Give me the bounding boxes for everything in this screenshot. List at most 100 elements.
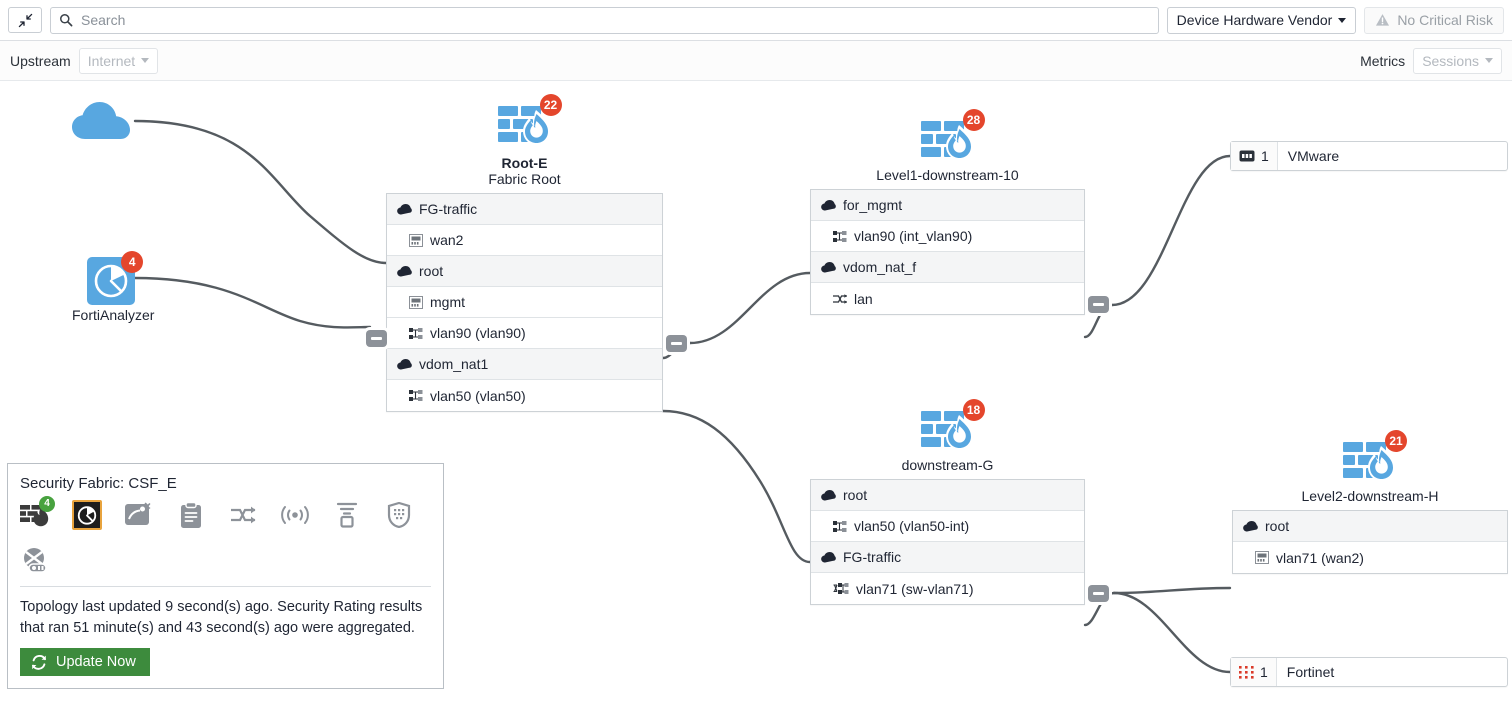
collapse-arrows-glyph — [18, 13, 32, 27]
cloud-icon — [821, 551, 836, 563]
metrics-select[interactable]: Sessions — [1413, 47, 1502, 74]
search-icon — [60, 14, 73, 27]
interface-row-vdom[interactable]: FG-traffic — [811, 542, 1084, 573]
node-name: Level2-downstream-H — [1301, 488, 1439, 504]
fortisandbox-icon[interactable] — [332, 500, 362, 530]
update-now-button[interactable]: Update Now — [20, 648, 150, 677]
clipboard-glyph — [181, 501, 201, 528]
status-badge: 18 — [962, 399, 985, 421]
internet-cloud-icon — [72, 102, 130, 139]
fortianalyzer-icon[interactable] — [72, 500, 102, 530]
interface-table: for_mgmt vlan90 (int_vlan90) vdom_nat_f … — [810, 189, 1085, 315]
switch-glyph — [231, 506, 256, 524]
fortiswitch-icon[interactable] — [228, 500, 258, 530]
endpoint-count: 1 — [1261, 148, 1269, 164]
endpoint-fortinet[interactable]: 1 Fortinet — [1230, 657, 1508, 687]
fortigate-icon[interactable]: 4 — [20, 496, 55, 530]
shield-glyph — [387, 502, 411, 528]
interface-label: vlan71 (wan2) — [1276, 549, 1364, 566]
interface-label: wan2 — [430, 232, 464, 248]
node-level2-downstream-h[interactable]: 21 Level2-downstream-H root vlan71 (wan2… — [1232, 430, 1508, 574]
search-input[interactable] — [79, 11, 1150, 29]
node-fortianalyzer[interactable]: 4 FortiAnalyzer — [72, 251, 155, 323]
endpoint-label: VMware — [1287, 148, 1340, 164]
link-root-to-downstreamg — [661, 409, 812, 564]
link-root-to-level1 — [688, 271, 812, 345]
interface-row-vdom[interactable]: root — [387, 256, 662, 287]
ethernet-port-icon — [1255, 551, 1269, 564]
cloud-icon — [821, 489, 836, 501]
ethernet-port-icon — [409, 233, 423, 247]
interface-row-vdom[interactable]: vdom_nat1 — [387, 349, 662, 380]
interface-row-swvlan[interactable]: vlan71 (sw-vlan71) — [811, 573, 1084, 604]
interface-row-port[interactable]: vlan71 (wan2) — [1233, 542, 1507, 573]
node-name: Level1-downstream-10 — [876, 167, 1019, 183]
vendor-filter-dropdown[interactable]: Device Hardware Vendor — [1166, 6, 1357, 34]
cloud-icon — [1243, 520, 1258, 532]
cloud-icon — [821, 199, 836, 211]
node-internet[interactable] — [68, 99, 136, 144]
interface-row-vlan[interactable]: vlan90 (int_vlan90) — [811, 221, 1084, 252]
chevron-down-icon — [1485, 58, 1493, 63]
fabric-icon-badge: 4 — [39, 496, 55, 512]
vendor-filter-label: Device Hardware Vendor — [1176, 12, 1333, 28]
upstream-label: Upstream — [10, 52, 71, 69]
interface-row-vdom[interactable]: FG-traffic — [387, 194, 662, 225]
interface-row-port[interactable]: wan2 — [387, 225, 662, 256]
status-badge: 4 — [121, 251, 144, 273]
interface-row-switch[interactable]: lan — [811, 283, 1084, 314]
collapse-toggle-level1-link[interactable] — [1088, 296, 1109, 313]
refresh-icon — [32, 654, 46, 670]
link-downstreamg-to-level2 — [1112, 586, 1232, 595]
node-label: FortiAnalyzer — [72, 307, 155, 323]
status-badge: 21 — [1385, 430, 1407, 452]
fortiweb-icon[interactable] — [20, 546, 50, 576]
firewall-flame-icon — [1343, 442, 1395, 481]
forticlient-ems-icon[interactable] — [176, 500, 206, 530]
interface-row-vdom[interactable]: root — [1233, 511, 1507, 542]
node-downstream-g[interactable]: 18 downstream-G root vlan50 (vlan50-int)… — [810, 399, 1085, 605]
interface-label: root — [419, 263, 444, 279]
node-root-e[interactable]: 22 Root-E Fabric Root FG-traffic wan2 — [386, 94, 663, 412]
interface-row-vlan[interactable]: vlan50 (vlan50) — [387, 380, 662, 411]
vlan-icon — [833, 520, 847, 532]
fortinet-dots-icon — [1239, 665, 1254, 679]
divider — [20, 586, 431, 587]
endpoint-count-group: 1 — [1231, 142, 1278, 170]
interface-label: for_mgmt — [843, 197, 903, 213]
filter-bar: Upstream Internet Metrics Sessions — [0, 41, 1512, 81]
node-level1-downstream-10[interactable]: 28 Level1-downstream-10 for_mgmt vlan90 … — [810, 109, 1085, 315]
interface-table: root vlan50 (vlan50-int) FG-traffic — [810, 479, 1085, 605]
interface-table: FG-traffic wan2 root mgmt vlan90 (vlan90… — [386, 193, 663, 412]
link-internet-to-root — [133, 119, 388, 265]
interface-label: root — [843, 487, 868, 503]
fortiap-icon[interactable] — [280, 500, 310, 530]
upstream-value: Internet — [87, 52, 136, 69]
interface-row-vlan[interactable]: vlan50 (vlan50-int) — [811, 511, 1084, 542]
collapse-toggle-root-e-link[interactable] — [666, 335, 687, 352]
upstream-select[interactable]: Internet — [78, 47, 159, 74]
interface-label: vlan90 (vlan90) — [430, 325, 526, 341]
collapse-toggle-downstream-g-link[interactable] — [1088, 585, 1109, 602]
interface-label: mgmt — [430, 294, 465, 310]
fortigate-device-icon: 18 — [919, 399, 985, 457]
interface-label: vdom_nat1 — [419, 356, 489, 372]
collapse-arrows-icon[interactable] — [8, 7, 42, 33]
risk-status-badge[interactable]: No Critical Risk — [1364, 6, 1504, 34]
search-field[interactable] — [50, 6, 1159, 34]
interface-row-vdom[interactable]: for_mgmt — [811, 190, 1084, 221]
risk-status-label: No Critical Risk — [1397, 12, 1493, 28]
interface-row-port[interactable]: mgmt — [387, 287, 662, 318]
collapse-toggle-fortianalyzer-link[interactable] — [366, 330, 387, 347]
endpoint-vmware[interactable]: 1 VMware — [1230, 141, 1508, 171]
interface-table: root vlan71 (wan2) — [1232, 510, 1508, 574]
topology-canvas: 4 FortiAnalyzer — [0, 81, 1512, 715]
fortimail-shield-icon[interactable] — [384, 500, 414, 530]
cloud-icon — [397, 265, 412, 277]
interface-row-vdom[interactable]: root — [811, 480, 1084, 511]
interface-row-vlan[interactable]: vlan90 (vlan90) — [387, 318, 662, 349]
firewall-flame-icon — [920, 121, 973, 160]
fortimanager-icon[interactable] — [124, 500, 154, 530]
interface-label: FG-traffic — [843, 549, 902, 565]
interface-row-vdom[interactable]: vdom_nat_f — [811, 252, 1084, 283]
